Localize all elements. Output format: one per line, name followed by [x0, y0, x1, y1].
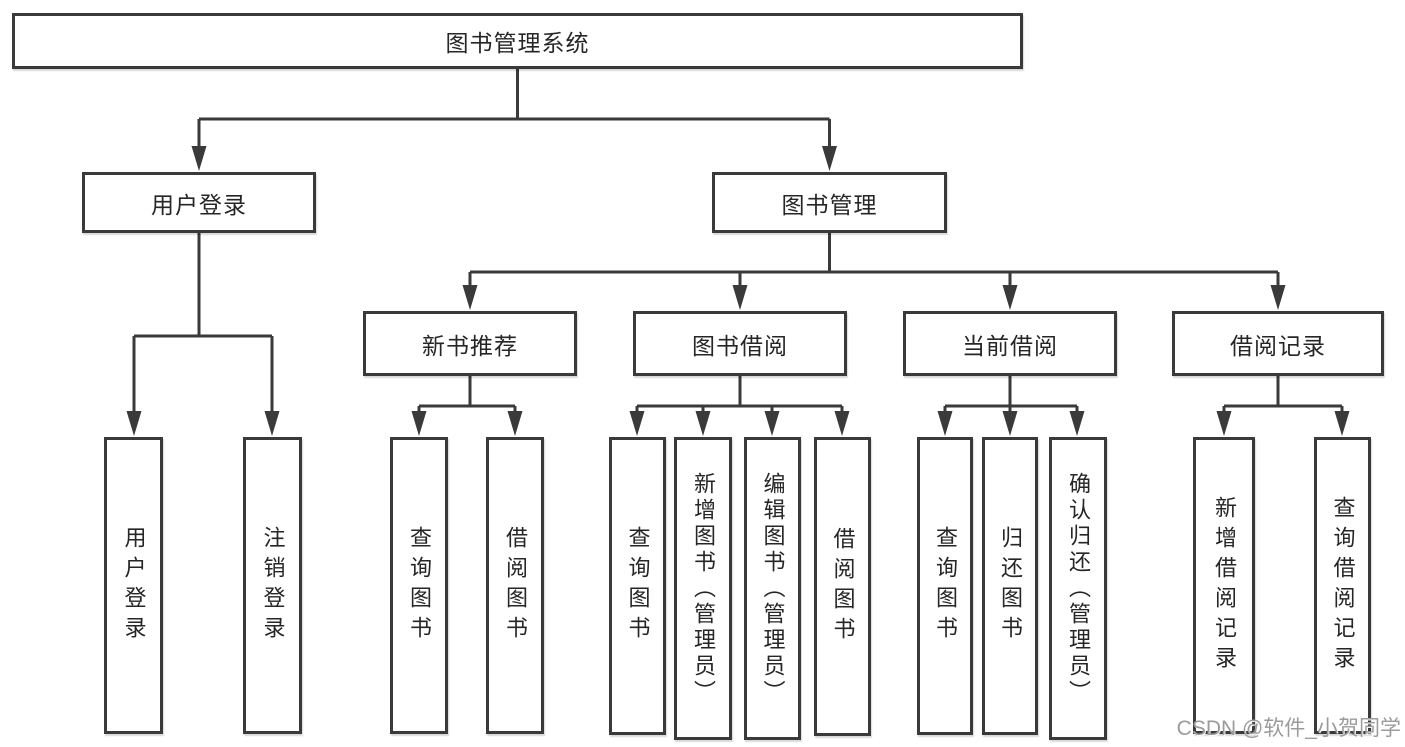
- node-current-borrowing: 当前借阅: [903, 311, 1117, 376]
- watermark: CSDN @软件_小贺同学: [1176, 717, 1401, 740]
- node-borrowing-records: 借阅记录: [1172, 311, 1384, 376]
- node-label: 查询图书: [625, 526, 651, 646]
- node-label: 用户登录: [121, 525, 147, 646]
- node-label: 借阅图书: [503, 525, 528, 646]
- leaf-add-borrow-record: 新增借阅记录: [1193, 437, 1255, 734]
- arrowhead-icon: [834, 411, 850, 436]
- leaf-borrow-books-borrowing: 借阅图书: [814, 437, 871, 736]
- arrowhead-icon: [411, 411, 427, 436]
- node-label: 图书管理: [781, 191, 878, 218]
- node-label: 借阅图书: [830, 526, 856, 647]
- node-label: 用户登录: [151, 191, 247, 218]
- leaf-confirm-return-admin: 确认归还（管理员）: [1049, 437, 1107, 740]
- node-label: 查询图书: [407, 525, 432, 646]
- node-label: 归还图书: [998, 526, 1023, 646]
- leaf-edit-books-admin: 编辑图书（管理员）: [744, 437, 801, 740]
- node-user-login: 用户登录: [82, 172, 316, 233]
- arrowhead-icon: [1334, 411, 1350, 436]
- leaf-borrow-books-recommend: 借阅图书: [486, 437, 544, 734]
- node-label: 编辑图书（管理员）: [760, 471, 786, 706]
- leaf-add-books-admin: 新增图书（管理员）: [674, 437, 732, 740]
- leaf-query-books-current: 查询图书: [917, 437, 973, 735]
- arrowhead-icon: [507, 411, 523, 436]
- node-new-book-recommendation: 新书推荐: [363, 311, 577, 376]
- arrowhead-icon: [462, 285, 478, 310]
- arrowhead-icon: [1216, 411, 1232, 436]
- arrowhead-icon: [822, 146, 837, 171]
- arrowhead-icon: [764, 411, 780, 436]
- arrowhead-icon: [264, 411, 280, 436]
- node-label: 借阅记录: [1230, 332, 1326, 359]
- arrowhead-icon: [1002, 411, 1018, 436]
- leaf-user-login: 用户登录: [104, 437, 163, 734]
- arrowhead-icon: [191, 146, 207, 171]
- leaf-query-books-recommend: 查询图书: [390, 437, 448, 734]
- arrowhead-icon: [629, 411, 645, 436]
- leaf-logout: 注销登录: [243, 437, 302, 734]
- node-label: 查询借阅记录: [1330, 495, 1356, 676]
- node-label: 注销登录: [260, 525, 286, 646]
- node-label: 当前借阅: [962, 332, 1058, 359]
- arrowhead-icon: [126, 411, 142, 436]
- leaf-return-books: 归还图书: [982, 437, 1038, 735]
- arrowhead-icon: [1270, 285, 1286, 310]
- leaf-query-books-borrowing: 查询图书: [609, 437, 666, 735]
- node-label: 图书借阅: [692, 332, 788, 359]
- node-label: 确认归还（管理员）: [1066, 471, 1091, 706]
- arrowhead-icon: [1069, 411, 1085, 436]
- node-label: 查询图书: [933, 526, 958, 646]
- node-label: 新增图书（管理员）: [691, 471, 716, 706]
- arrowhead-icon: [937, 411, 953, 436]
- node-book-borrowing: 图书借阅: [633, 311, 847, 376]
- node-book-management: 图书管理: [712, 172, 947, 233]
- leaf-query-borrow-record: 查询借阅记录: [1314, 437, 1371, 734]
- arrowhead-icon: [1002, 285, 1018, 310]
- node-label: 新书推荐: [422, 332, 518, 359]
- node-library-system: 图书管理系统: [12, 13, 1023, 69]
- node-label: 新增借阅记录: [1212, 495, 1237, 676]
- node-label: 图书管理系统: [445, 30, 590, 56]
- arrowhead-icon: [695, 411, 711, 436]
- arrowhead-icon: [732, 285, 748, 310]
